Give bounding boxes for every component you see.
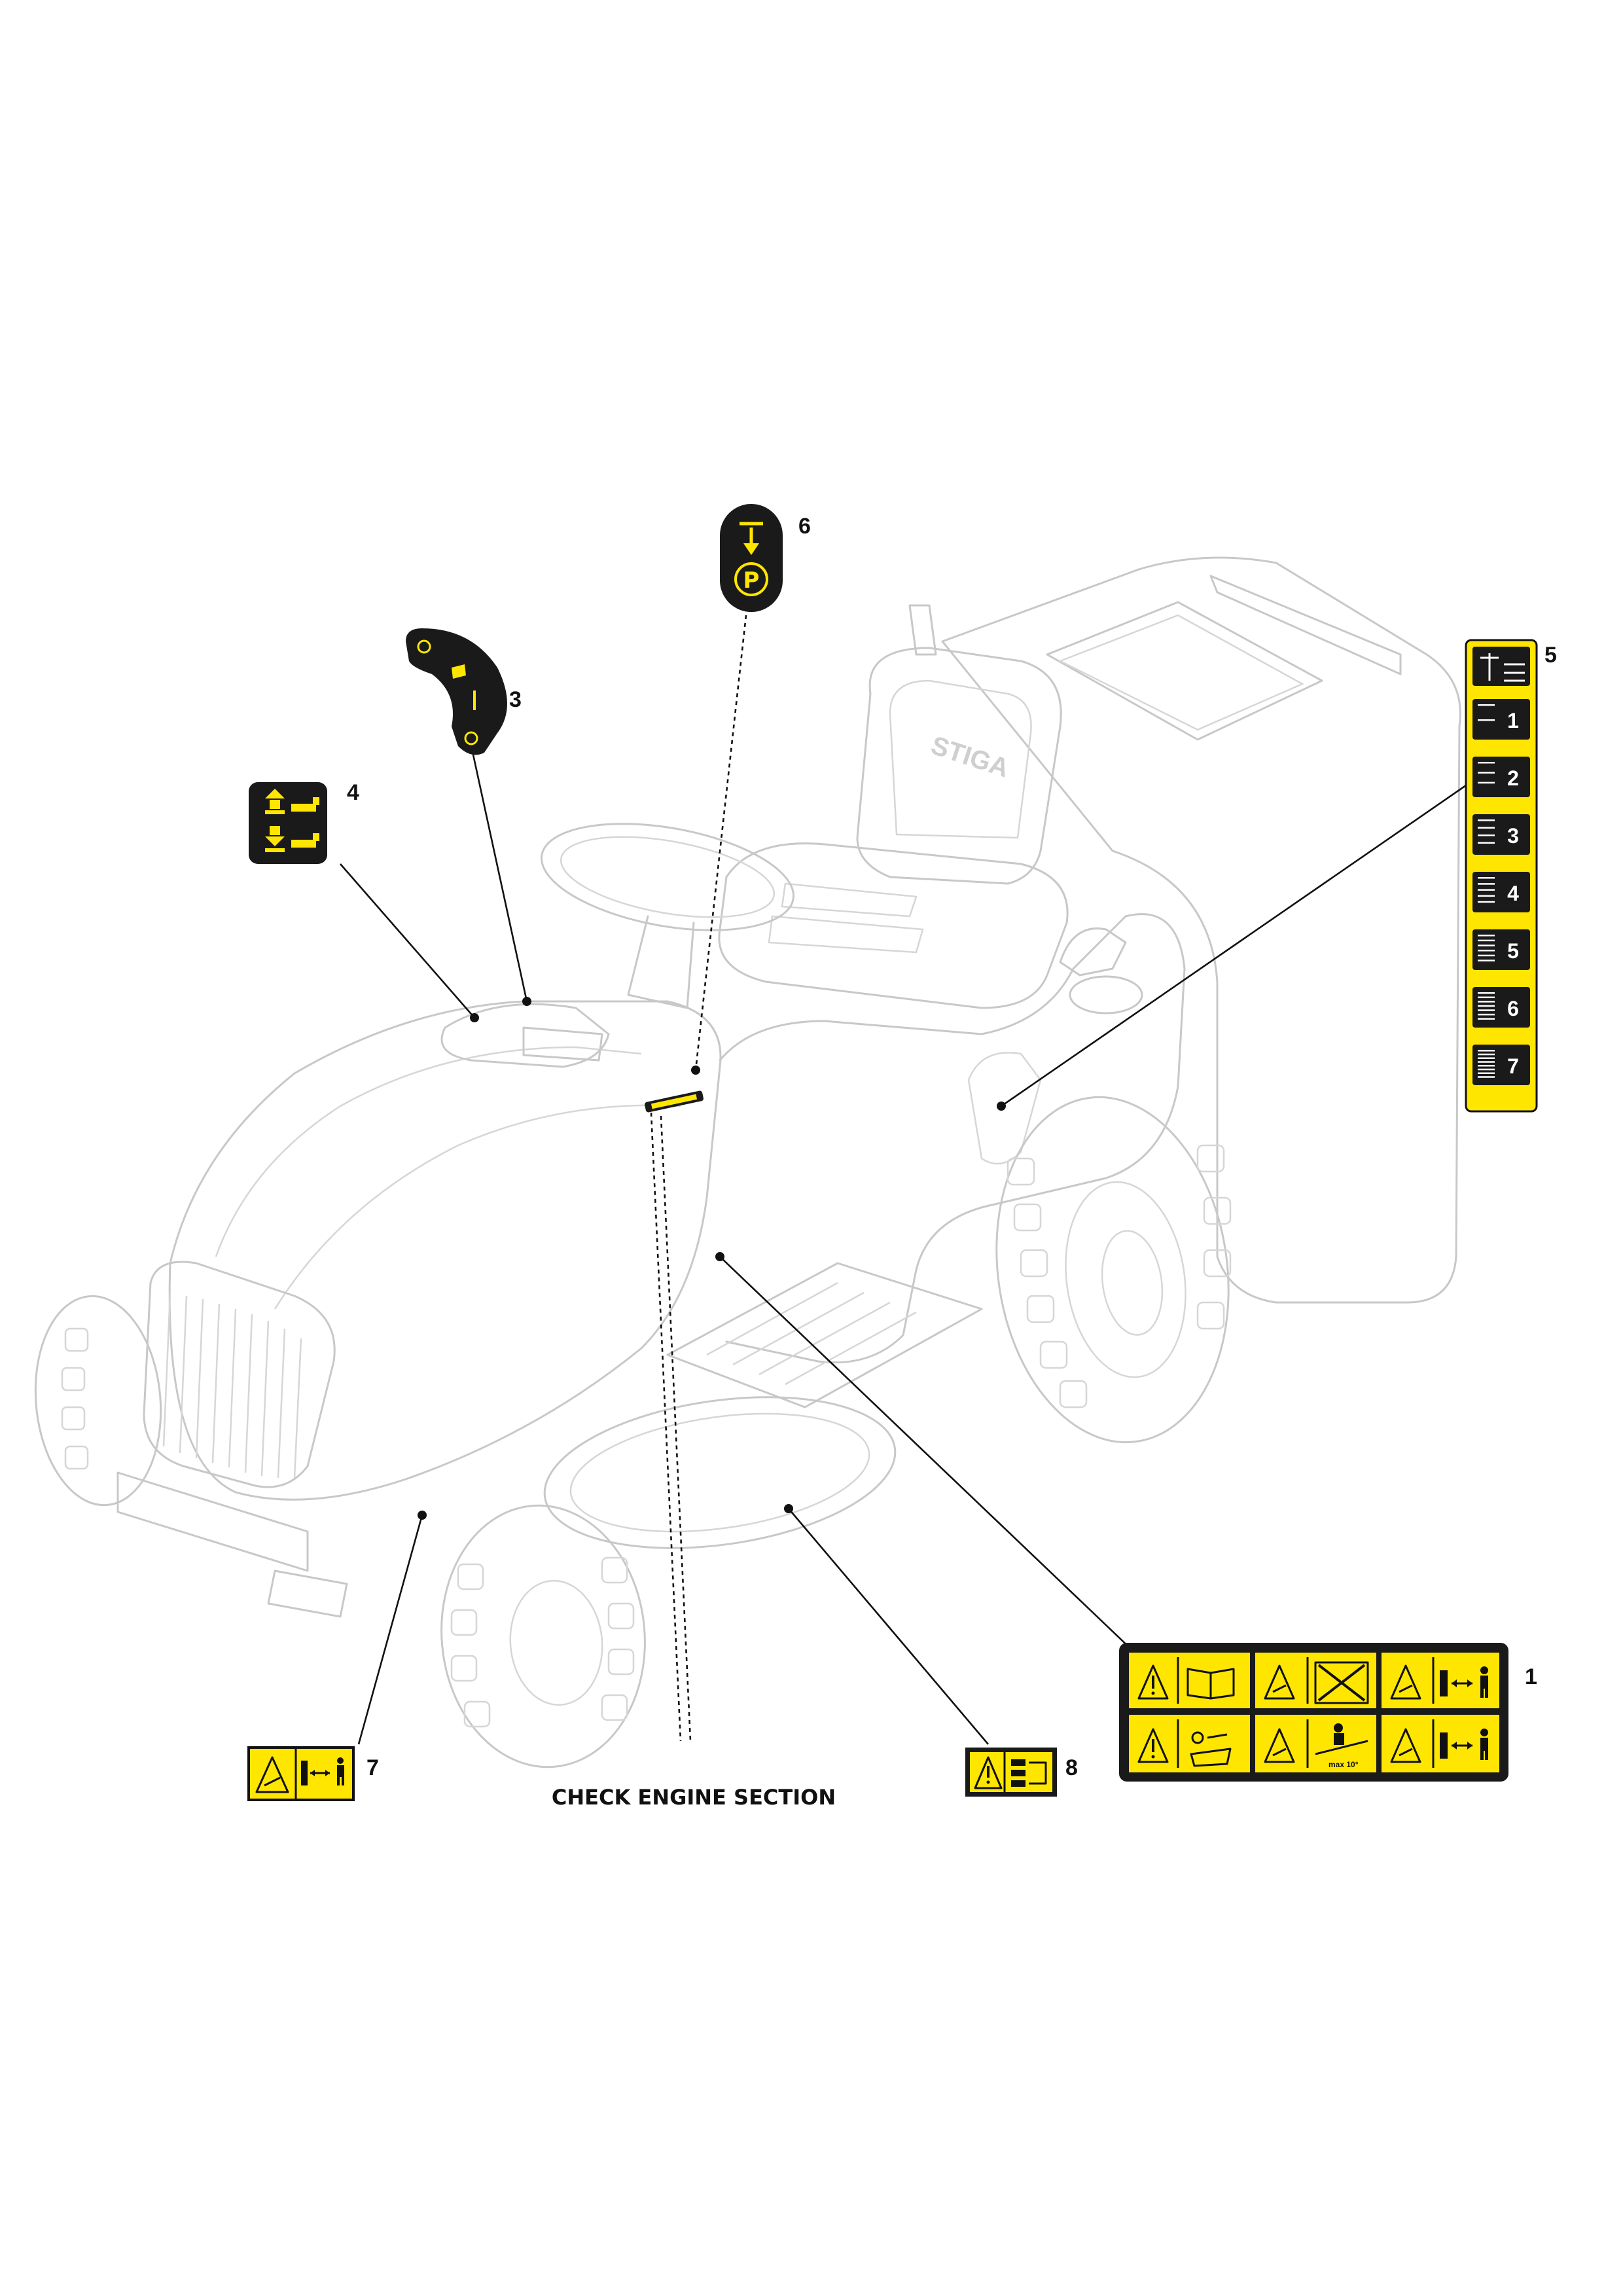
no-passenger-icon — [1314, 1661, 1369, 1704]
throttle-icon — [452, 664, 466, 679]
cutting-height-number: 4 — [1507, 882, 1519, 905]
warning-triangle-icon — [1390, 1664, 1421, 1700]
decal-3-ignition — [406, 628, 507, 755]
leader-lines — [340, 615, 1467, 1745]
seat-logo: STIGA — [927, 731, 1012, 783]
cutting-height-number: 3 — [1507, 824, 1519, 848]
keep-distance-icon — [1440, 1666, 1488, 1698]
slope-limit-icon: max 10° — [1315, 1723, 1368, 1769]
keep-distance-icon — [301, 1757, 344, 1785]
warning-triangle-icon — [974, 1756, 1003, 1789]
cutting-height-cell-5: 5 — [1472, 929, 1530, 970]
decal-8-deck-warning — [965, 1748, 1057, 1797]
cutting-height-cell-6: 6 — [1472, 987, 1530, 1028]
decal-1-safety-warnings: max 10° — [1119, 1643, 1508, 1782]
decal-7-blade-warning — [247, 1746, 355, 1801]
height-adjust-icon — [265, 789, 319, 852]
callout-4: 4 — [347, 780, 359, 805]
parking-brake-icon: P — [734, 562, 768, 596]
cutting-height-number: 1 — [1507, 709, 1519, 732]
warning-triangle-icon — [1137, 1664, 1169, 1700]
arrow-down-icon — [740, 522, 763, 555]
keep-distance-icon — [1440, 1729, 1488, 1760]
cutting-height-cell-4: 4 — [1472, 872, 1530, 912]
cutting-height-number: 6 — [1507, 997, 1519, 1020]
callout-8: 8 — [1065, 1755, 1078, 1780]
decal-5-cutting-height: 1 2 3 4 5 6 7 — [1465, 639, 1538, 1113]
check-engine-note: CHECK ENGINE SECTION — [552, 1785, 836, 1810]
cutting-height-cell-1: 1 — [1472, 699, 1530, 740]
warning-triangle-icon — [1390, 1728, 1421, 1763]
cutting-height-number: 5 — [1507, 939, 1519, 963]
callout-7: 7 — [366, 1755, 379, 1780]
warning-triangle-icon — [1264, 1728, 1295, 1763]
warning-triangle-icon — [1137, 1728, 1169, 1763]
cutting-height-number: 2 — [1507, 766, 1519, 790]
callout-3: 3 — [509, 687, 522, 712]
manual-book-icon — [1186, 1668, 1235, 1700]
cutting-blade-hazard-icon — [255, 1756, 289, 1793]
cutting-height-cell-3: 3 — [1472, 814, 1530, 855]
remove-key-icon — [1190, 1731, 1232, 1767]
decal-4-height-adjust — [249, 782, 327, 864]
key-icon — [464, 731, 478, 745]
svg-text:max 10°: max 10° — [1329, 1760, 1359, 1769]
svg-text:P: P — [743, 567, 760, 594]
tractor-illustration: STIGA — [34, 556, 1461, 1768]
decal-6-parking-brake: P — [720, 504, 783, 612]
callout-1: 1 — [1525, 1664, 1537, 1689]
cutting-height-cell-7: 7 — [1472, 1045, 1530, 1085]
cutting-height-number: 7 — [1507, 1054, 1519, 1078]
callout-5: 5 — [1544, 643, 1557, 668]
cutting-height-icon — [1480, 653, 1525, 682]
cutting-height-cell-2: 2 — [1472, 757, 1530, 797]
callout-6: 6 — [798, 514, 811, 539]
warning-triangle-icon — [1264, 1664, 1295, 1700]
belt-routing-icon — [1011, 1759, 1047, 1787]
